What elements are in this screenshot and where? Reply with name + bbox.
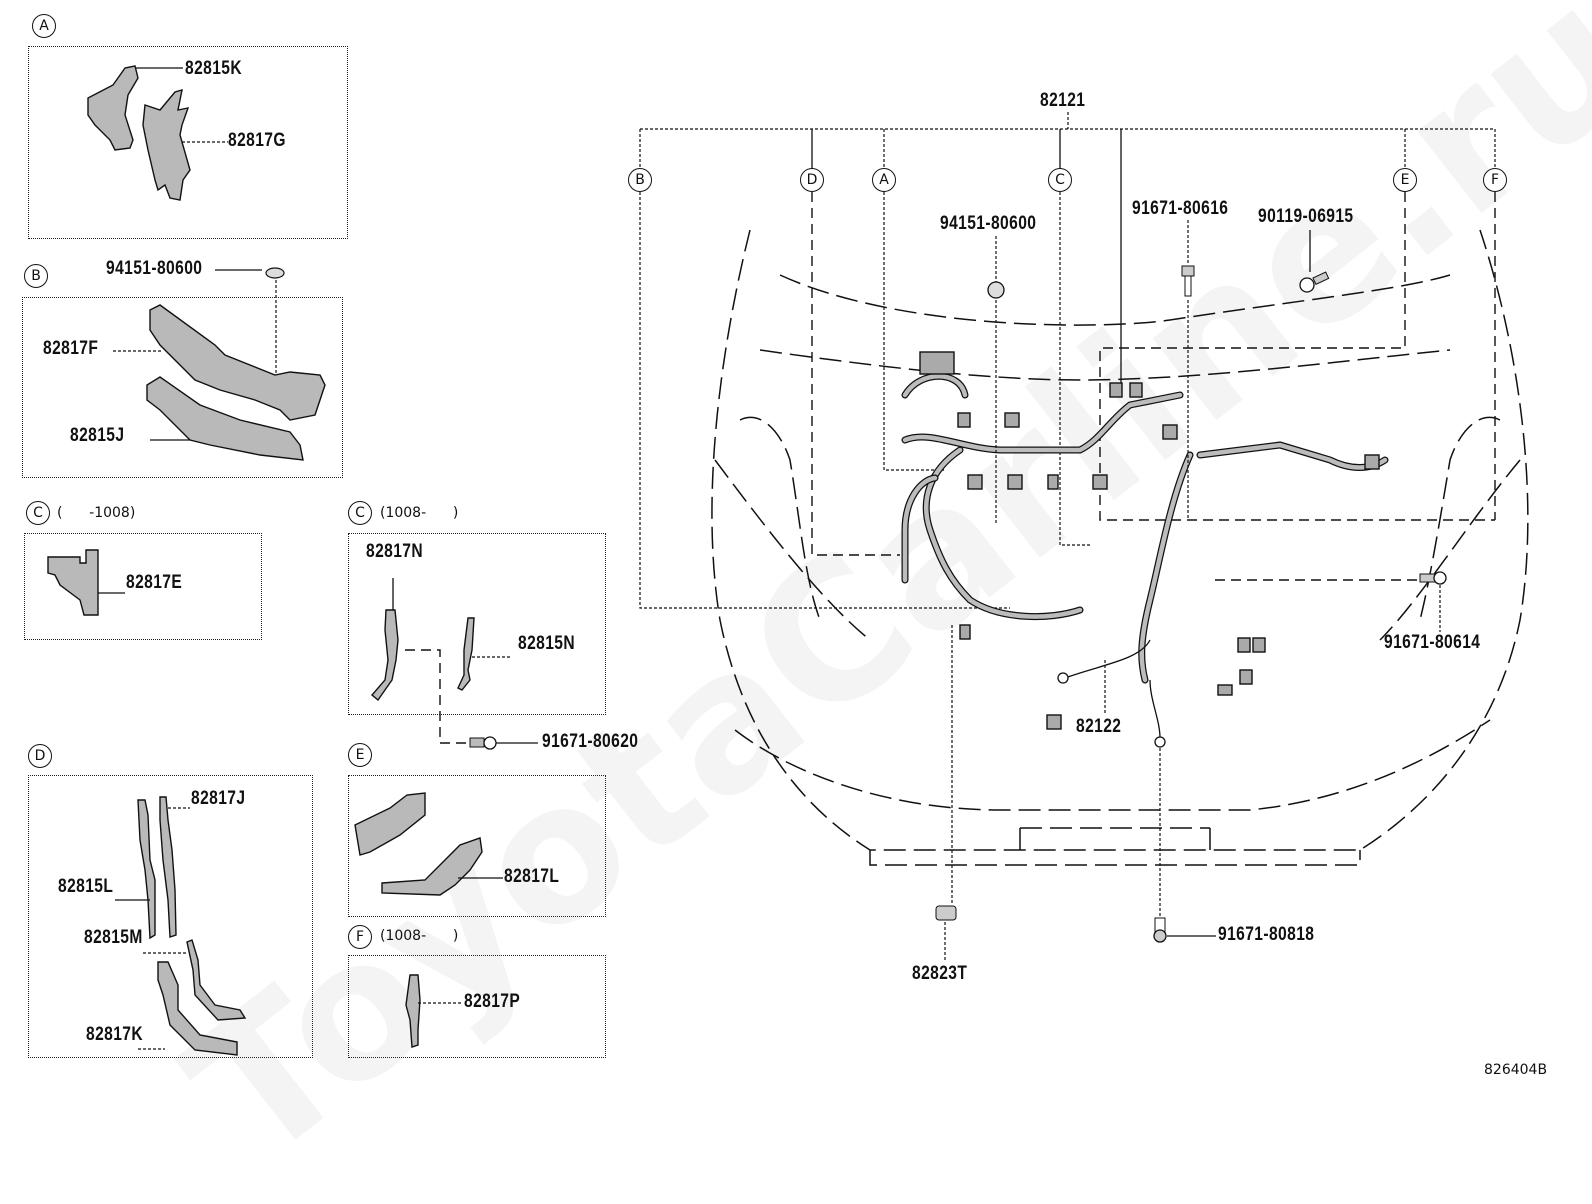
part-82122[interactable]: 82122 (1076, 716, 1122, 737)
part-94151-80600-b[interactable]: 94151-80600 (106, 258, 203, 279)
callout-top-f: F (1483, 168, 1507, 192)
panel-e (348, 775, 606, 917)
callout-top-b: B (628, 168, 652, 192)
harness-82121 (901, 372, 1389, 684)
callout-a: A (32, 14, 56, 38)
callout-b: B (24, 264, 48, 288)
part-82817p[interactable]: 82817P (464, 991, 521, 1012)
callout-top-e: E (1393, 168, 1417, 192)
part-82815k[interactable]: 82815K (185, 58, 243, 79)
connectors (919, 351, 1380, 730)
part-82817n[interactable]: 82817N (366, 541, 424, 562)
panel-b (22, 297, 343, 478)
part-82815n[interactable]: 82815N (518, 633, 576, 654)
part-82817f[interactable]: 82817F (43, 338, 99, 359)
panel-c-new (348, 533, 606, 715)
callout-f: F (348, 925, 372, 949)
line-art (47, 65, 1529, 1056)
callout-top-d: D (800, 168, 824, 192)
part-82817j[interactable]: 82817J (191, 788, 246, 809)
callout-c-old: C (26, 501, 50, 525)
panel-d (28, 775, 313, 1058)
callout-top-a: A (872, 168, 896, 192)
callout-top-c: C (1048, 168, 1072, 192)
panel-f (348, 955, 606, 1058)
part-91671-80616[interactable]: 91671-80616 (1132, 198, 1229, 219)
part-82823t[interactable]: 82823T (912, 963, 968, 984)
part-82121-title[interactable]: 82121 (1040, 90, 1086, 111)
part-82815k-shape (87, 65, 139, 151)
panel-a (28, 46, 348, 239)
harness-82122 (1057, 639, 1166, 748)
part-94151-80600[interactable]: 94151-80600 (940, 213, 1037, 234)
part-82815l[interactable]: 82815L (58, 876, 114, 897)
callout-c-new: C (348, 501, 372, 525)
part-82815j[interactable]: 82815J (70, 425, 125, 446)
part-82817g-shape (142, 89, 191, 201)
callout-d: D (28, 744, 52, 768)
range-c-old: ( -1008) (57, 505, 136, 521)
panel-c-old (24, 533, 262, 640)
callout-e: E (348, 743, 372, 767)
part-82817l[interactable]: 82817L (504, 866, 560, 887)
diagram-code: 826404B (1484, 1062, 1548, 1078)
part-91671-80818[interactable]: 91671-80818 (1218, 924, 1315, 945)
part-82817e[interactable]: 82817E (126, 572, 183, 593)
range-f: (1008- ) (380, 928, 459, 944)
part-91671-80620[interactable]: 91671-80620 (542, 731, 639, 752)
part-82817k[interactable]: 82817K (86, 1024, 144, 1045)
part-90119-06915[interactable]: 90119-06915 (1258, 206, 1354, 227)
range-c-new: (1008- ) (380, 505, 459, 521)
part-91671-80614[interactable]: 91671-80614 (1384, 632, 1481, 653)
part-82815m[interactable]: 82815M (84, 927, 143, 948)
part-82817g[interactable]: 82817G (228, 130, 286, 151)
